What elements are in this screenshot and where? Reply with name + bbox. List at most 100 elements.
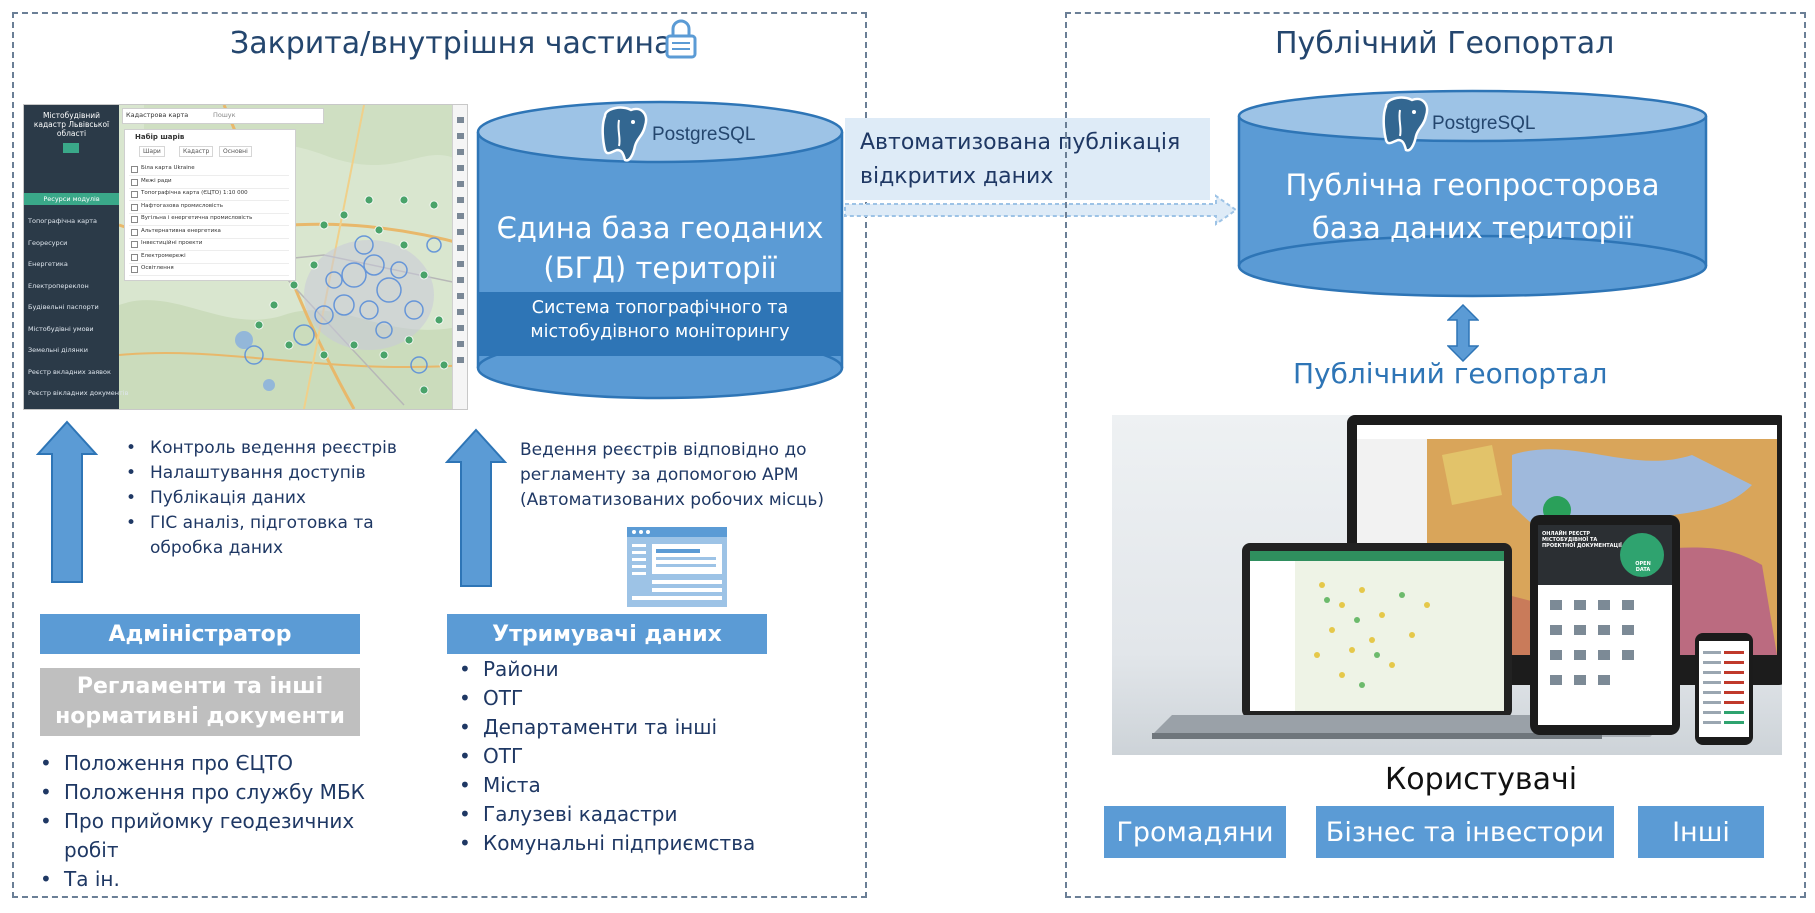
data-holder-item: Галузеві кадастри [455,800,755,829]
internal-section-title: Закрита/внутрішня частина [230,26,673,61]
admin-task-item: Налаштування доступів [122,461,397,486]
unified-database-title: Єдина база геоданих (БГД) території [474,208,846,288]
gis-sidebar-item[interactable]: Будівельні паспорти [28,303,99,311]
layer-label: Нафтогазова промисловість [141,202,224,209]
gis-sidebar: Містобудівний кадастр Львівської області… [24,105,128,409]
layer-checkbox[interactable] [131,216,138,223]
public-section-title: Публічний Геопортал [1275,26,1615,61]
publication-arrow [844,194,1238,226]
layer-label: Біла карта Ukraine [141,165,195,171]
gis-sidebar-item[interactable]: Земельні ділянки [28,346,88,354]
public-database-title: Публічна геопросторова база даних терито… [1236,164,1709,250]
gis-search-input[interactable]: Пошук [213,111,236,119]
regulations-line1: Регламенти та інші [76,674,324,699]
layer-tab[interactable]: Шари [139,146,165,157]
sync-double-arrow [1447,304,1479,362]
user-citizens: Громадяни [1104,806,1286,858]
holders-up-arrow [445,428,507,587]
data-holder-item: Комунальні підприємства [455,829,755,858]
layer-checkbox[interactable] [131,191,138,198]
admin-task-item: Контроль ведення реєстрів [122,436,397,461]
monitoring-subsystem-line2: містобудівного моніторингу [530,322,790,342]
layer-tab[interactable]: Кадастр [179,146,214,157]
users-label: Користувачі [1385,762,1578,797]
layer-row[interactable]: Вугільна і енергетична промисловість [129,214,289,226]
layer-row[interactable]: Електромережі [129,252,289,264]
basemap-select[interactable]: Кадастрова карта [126,111,189,119]
layer-checkbox[interactable] [131,241,138,248]
layer-panel-title: Набір шарів [135,133,185,141]
public-database-title-line2: база даних території [1311,211,1634,245]
user-business-investors: Бізнес та інвестори [1316,806,1614,858]
layer-checkbox[interactable] [131,166,138,173]
layer-label: Вугільна і енергетична промисловість [141,215,253,221]
gis-sidebar-item[interactable]: Топографічна карта [28,217,98,225]
data-holder-item: ОТГ [455,742,755,771]
gis-sidebar-item[interactable]: Містобудівні умови [28,324,94,333]
gis-logo [63,143,79,153]
workstation-window-icon [627,527,727,607]
layer-row[interactable]: Інвестиційні проекти [129,239,289,251]
geoportal-devices-image: ОНЛАЙН РЕЄСТР МІСТОБУДІВНОЇ ТА ПРОЕКТНОЇ… [1112,415,1782,755]
holders-note-line: (Автоматизованих робочих місць) [520,490,825,510]
gis-sidebar-item[interactable]: Реєстр вікладних документів [28,389,129,397]
administrator-label: Адміністратор [40,614,360,654]
monitoring-subsystem-line1: Система топографічного та [531,298,789,318]
publication-label-box [845,118,1210,200]
data-holder-item: Департаменти та інші [455,713,755,742]
gis-sidebar-item[interactable]: Георесурси [28,238,68,247]
layer-row[interactable]: Топографічна карта (ЄЦТО) 1:10 000 [129,189,289,201]
gis-active-item[interactable]: Ресурси модулів [24,193,119,205]
public-database-cylinder [1237,89,1708,298]
layer-label: Освітлення [141,265,174,271]
regulation-item: Та ін. [36,865,365,894]
regulations-line2: нормативні документи [55,704,345,729]
data-holder-item: ОТГ [455,684,755,713]
layer-row[interactable]: Альтернативна енергетика [129,227,289,239]
layer-row[interactable]: Межі ради [129,177,289,189]
layer-tab[interactable]: Основні [219,146,252,157]
admin-up-arrow [36,420,98,583]
layer-checkbox[interactable] [131,253,138,261]
layer-row[interactable]: Освітлення [129,264,289,276]
layer-panel: Набір шарів Шари Кадастр Основні Біла карт… [124,129,296,281]
layer-checkbox[interactable] [131,203,138,211]
layer-label: Альтернативна енергетика [141,227,221,234]
user-others: Інші [1638,806,1764,858]
gis-sidebar-item[interactable]: Реєстр вкладних заявок [28,367,111,376]
regulation-item: Про прийомку геодезичних [36,807,365,836]
public-database-title-line1: Публічна геопросторова [1285,168,1660,202]
data-holders-label: Утримувачі даних [447,614,767,654]
publication-label: Автоматизована публікація відкритих дани… [860,126,1180,194]
postgresql-logo-text-public: PostgreSQL [1432,113,1536,134]
layer-label: Електромережі [141,252,186,259]
layer-checkbox[interactable] [131,266,138,273]
postgresql-logo-text: PostgreSQL [652,124,756,145]
regulation-item: Положення про ЄЦТО [36,749,365,778]
postgresql-elephant-icon-public [1382,96,1429,152]
postgresql-elephant-icon [601,106,648,162]
data-holder-item: Райони [455,655,755,684]
unified-database-title-line1: Єдина база геоданих [496,211,824,245]
layer-checkbox[interactable] [131,228,138,236]
publication-label-line2: відкритих даних [860,164,1054,189]
unified-database-cylinder [476,100,844,400]
admin-task-item: ГІС аналіз, підготовка та [122,511,397,536]
tablet-banner-text: ОНЛАЙН РЕЄСТР МІСТОБУДІВНОЇ ТА ПРОЕКТНОЇ… [1542,531,1622,549]
gis-sidebar-item[interactable]: Електропереклон [28,281,89,290]
gis-sidebar-item[interactable]: Енергетика [28,260,68,268]
publication-label-line1: Автоматизована публікація [860,130,1181,155]
regulations-box: Регламенти та інші нормативні документи [40,668,360,736]
map-tool-column [452,105,467,409]
admin-tasks-list: Контроль ведення реєстрівНалаштування до… [122,436,397,561]
internal-section-panel [12,12,867,898]
regulation-item: Положення про службу МБК [36,778,365,807]
holders-note-line: Ведення реєстрів відповідно до [520,440,807,460]
data-holders-list: РайониОТГДепартаменти та іншіОТГМістаГал… [455,655,755,858]
layer-label: Топографічна карта (ЄЦТО) 1:10 000 [141,190,248,196]
layer-label: Межі ради [141,177,172,184]
layer-checkbox[interactable] [131,178,138,186]
layer-row[interactable]: Біла карта Ukraine [129,164,289,176]
layer-row[interactable]: Нафтогазова промисловість [129,202,289,214]
